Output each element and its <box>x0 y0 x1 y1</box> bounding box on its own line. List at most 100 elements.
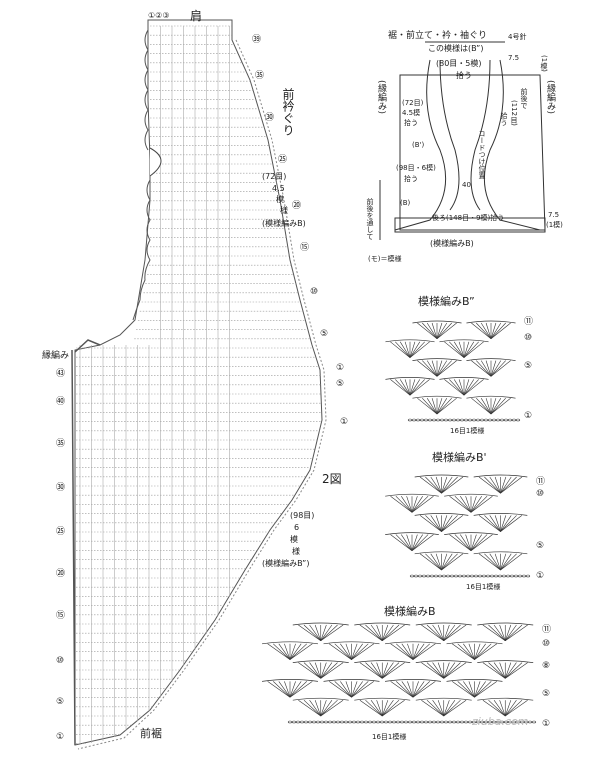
fan-stitch <box>412 681 430 698</box>
fan-stitch <box>412 681 425 698</box>
fan-stitch <box>474 643 492 660</box>
fan-stitch <box>443 662 461 679</box>
chain-stitch <box>315 720 321 724</box>
fan-stitch <box>432 700 444 717</box>
chain-stitch <box>527 720 533 724</box>
fan-stitch <box>320 624 344 642</box>
fan-stitch <box>289 643 307 660</box>
fan-stitch <box>435 476 442 494</box>
fan-stitch <box>490 398 497 415</box>
row-marker-right: ① <box>340 417 349 427</box>
fan-stitch <box>441 553 453 571</box>
fan-stitch <box>320 624 327 641</box>
fan-stitch <box>390 379 411 396</box>
chain-stitch <box>441 574 447 578</box>
row-marker-right: ① <box>336 363 345 373</box>
fan-stitch <box>345 681 352 698</box>
fan-stitch <box>278 681 291 698</box>
front-neck-label: 前衿ぐり <box>281 88 295 136</box>
chain-stitch <box>291 720 297 724</box>
chain-stitch <box>465 574 471 578</box>
chain-stitch <box>463 720 469 724</box>
fan-arc <box>466 320 516 324</box>
neck-curve <box>149 147 162 177</box>
schematic-right-front <box>483 59 541 231</box>
fan-stitch <box>500 515 517 532</box>
chain-stitch <box>423 720 429 724</box>
fan-stitch <box>411 534 429 552</box>
schematic-back-neck: 前後で <box>520 88 528 109</box>
schematic-left-front <box>394 59 447 231</box>
chain-stitch <box>287 720 293 724</box>
row-marker-left: ⑳ <box>56 569 66 579</box>
chain-stitch <box>485 574 491 578</box>
fan-stitch <box>505 624 517 641</box>
side-note-2: 4.5 <box>272 184 285 193</box>
fan-stitch <box>471 322 492 340</box>
chain-stitch <box>299 720 305 724</box>
row-marker-left: ① <box>56 732 65 742</box>
fan-stitch <box>465 496 472 513</box>
fan-arc <box>473 551 528 555</box>
chain-stitch <box>519 720 525 724</box>
fan-stitch <box>422 322 438 340</box>
fan-stitch <box>421 624 444 642</box>
fan-stitch <box>485 360 492 377</box>
fan-stitch <box>474 643 498 660</box>
chain-stitch <box>415 720 421 724</box>
fan-stitch <box>437 700 445 717</box>
fan-stitch <box>463 341 475 358</box>
schematic-dim-2: 7.5 <box>548 211 560 219</box>
fan-stitch <box>505 699 528 717</box>
chain-stitch <box>511 418 517 422</box>
fan-stitch <box>390 643 414 660</box>
fan-stitch <box>407 681 414 698</box>
side-note-5: (模様編みB) <box>262 219 306 228</box>
schematic-mid-pick-2: 拾う <box>404 175 418 183</box>
fan-stitch <box>351 643 375 660</box>
chain-stitch <box>415 418 421 422</box>
fan-stitch <box>437 662 445 679</box>
chain-stitch <box>525 574 531 578</box>
fan-stitch <box>457 681 475 698</box>
fan-stitch <box>489 553 501 571</box>
fan-stitch <box>340 643 352 660</box>
chain-stitch <box>417 574 423 578</box>
fan-stitch <box>489 515 501 532</box>
fan-stitch <box>426 662 444 679</box>
chain-stitch <box>523 720 529 724</box>
fan-stitch <box>381 700 389 717</box>
fan-stitch <box>443 624 467 642</box>
fan-stitch <box>453 379 465 396</box>
chain-stitch <box>483 720 489 724</box>
chain-stitch <box>447 720 453 724</box>
fan-stitch <box>441 476 448 494</box>
fan-stitch <box>351 681 363 698</box>
fan-stitch <box>441 476 464 494</box>
fan-stitch <box>320 699 338 717</box>
schematic-cord: コードつけ位置 <box>478 130 486 179</box>
fan-stitch <box>376 700 383 717</box>
chain-stitch <box>363 720 369 724</box>
fan-stitch <box>436 398 443 415</box>
chain-stitch <box>475 720 481 724</box>
fan-arc <box>412 320 462 324</box>
fan-stitch <box>499 662 506 679</box>
fan-stitch <box>471 397 492 415</box>
fan-stitch <box>494 476 501 494</box>
fan-arc <box>477 697 534 701</box>
fan-arc <box>414 513 469 516</box>
row-marker-right: ㉟ <box>255 71 265 81</box>
fan-stitch <box>468 681 475 698</box>
fan-stitch <box>468 643 475 660</box>
chain-stitch <box>515 720 521 724</box>
fan-stitch <box>351 681 358 698</box>
fan-stitch <box>365 624 383 642</box>
fan-stitch <box>340 681 352 698</box>
fan-stitch <box>411 534 423 551</box>
row-marker-left: ⑤ <box>56 697 65 707</box>
chain-stitch <box>493 574 499 578</box>
panel-row-label: ⑩ <box>536 489 545 499</box>
fan-stitch <box>430 515 442 532</box>
fan-stitch <box>284 681 291 698</box>
